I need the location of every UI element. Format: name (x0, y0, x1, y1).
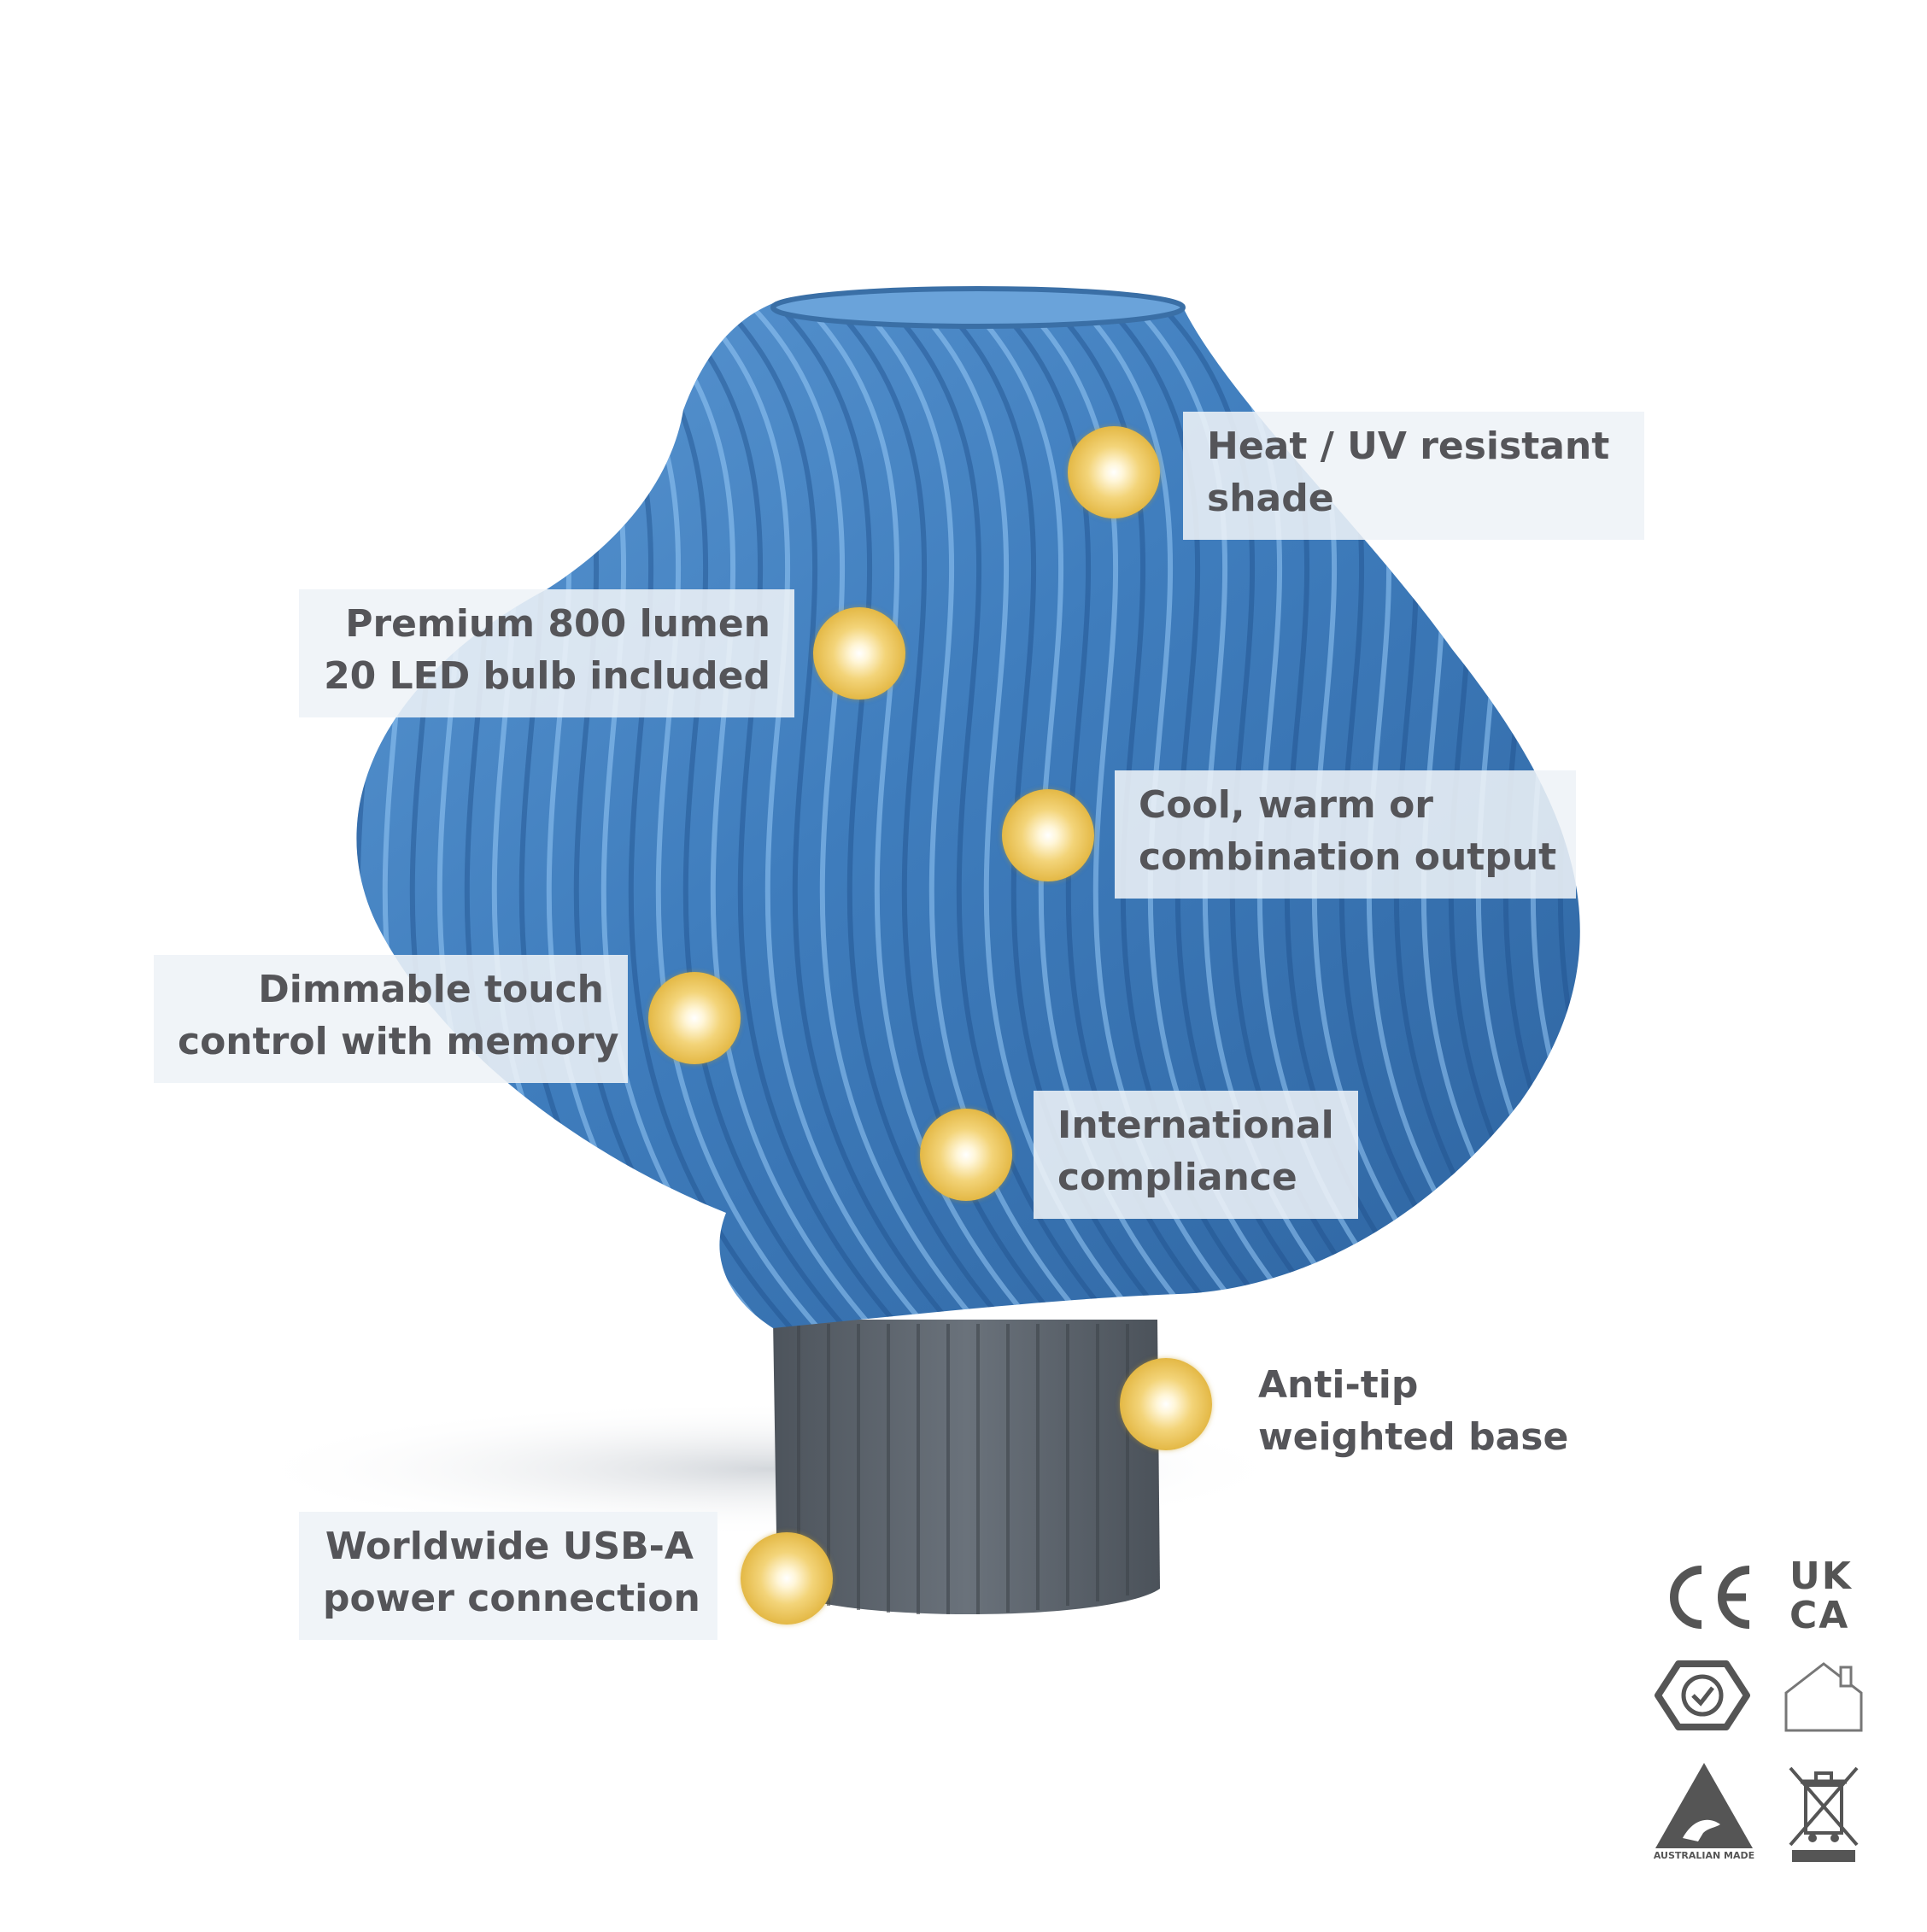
highlight-dot (1120, 1358, 1212, 1450)
highlight-dot (741, 1532, 833, 1625)
shade-rib (0, 256, 171, 1367)
shade-rib (1678, 256, 1927, 1367)
highlight-dot (920, 1109, 1012, 1201)
shade-rib (0, 256, 116, 1367)
shade-rib (0, 256, 34, 1367)
house-icon (1781, 1659, 1866, 1734)
feature-line: Cool, warm or (1139, 783, 1433, 827)
feature-line: Premium 800 lumen (345, 602, 770, 646)
feature-line: Worldwide USB-A (325, 1525, 694, 1568)
shade-rib (0, 256, 62, 1367)
ukca-mark-top: UK (1789, 1554, 1853, 1598)
feature-usb: Worldwide USB-A power connection (299, 1512, 718, 1640)
highlight-dot (1002, 789, 1094, 881)
highlight-dot (648, 972, 741, 1064)
shade-rib (583, 303, 911, 1328)
rcm-mark-icon (1653, 1659, 1752, 1732)
feature-line: Heat / UV resistant (1207, 424, 1610, 468)
feature-line: compliance (1057, 1156, 1297, 1199)
shade-rib (665, 303, 993, 1328)
shade-rib (610, 303, 939, 1328)
feature-anti-tip: Anti-tip weighted base (1234, 1350, 1636, 1478)
feature-line: Anti-tip (1258, 1363, 1419, 1407)
shade-rib (1650, 256, 1927, 1367)
shade-rib (0, 256, 144, 1367)
shade-rib (1842, 256, 1927, 1367)
feature-heat-uv: Heat / UV resistant shade (1183, 412, 1644, 540)
shade-rib (1705, 256, 1927, 1367)
shade-rib (1869, 256, 1927, 1367)
feature-compliance: International compliance (1034, 1091, 1358, 1219)
feature-dimmable: Dimmable touch control with memory (154, 955, 628, 1083)
shade-rib (1814, 256, 1927, 1367)
feature-lumen: Premium 800 lumen 20 LED bulb included (299, 589, 794, 717)
shade-rib (10, 256, 335, 1367)
weee-bin-icon (1785, 1759, 1862, 1864)
feature-output: Cool, warm or combination output (1115, 770, 1576, 899)
shade-rib (0, 256, 89, 1367)
shade-rib (0, 256, 198, 1367)
highlight-dot (813, 607, 905, 700)
shade-rib (692, 303, 1021, 1328)
ukca-mark-bottom: CA (1789, 1594, 1850, 1637)
shade-rib (0, 256, 308, 1367)
shade-rib (1623, 256, 1927, 1367)
shade-rib (1760, 256, 1927, 1367)
shade-rib (356, 303, 392, 1328)
shade-rib (1596, 256, 1920, 1367)
shade-rib (1787, 256, 1927, 1367)
shade-rib (0, 256, 280, 1367)
shade-rib (0, 256, 253, 1367)
shade-rib (829, 303, 1157, 1328)
highlight-dot (1068, 426, 1160, 518)
shade-rib (0, 256, 7, 1367)
shade-rib (0, 256, 226, 1367)
feature-line: International (1057, 1104, 1334, 1147)
shade-rib (356, 303, 365, 1328)
feature-line: weighted base (1258, 1415, 1569, 1459)
shade-rib (719, 303, 1048, 1328)
feature-line: 20 LED bulb included (324, 654, 770, 698)
australian-made-text: AUSTRALIAN MADE (1653, 1850, 1755, 1861)
feature-line: Dimmable touch (258, 968, 604, 1011)
ce-mark-icon (1657, 1563, 1760, 1631)
shade-rib (637, 303, 966, 1328)
australian-made-logo-icon: AUSTRALIAN MADE (1649, 1759, 1760, 1864)
feature-line: shade (1207, 477, 1334, 520)
shade-rib (1732, 256, 1927, 1367)
feature-line: combination output (1139, 835, 1557, 879)
feature-line: control with memory (178, 1020, 619, 1063)
feature-line: power connection (323, 1577, 700, 1620)
